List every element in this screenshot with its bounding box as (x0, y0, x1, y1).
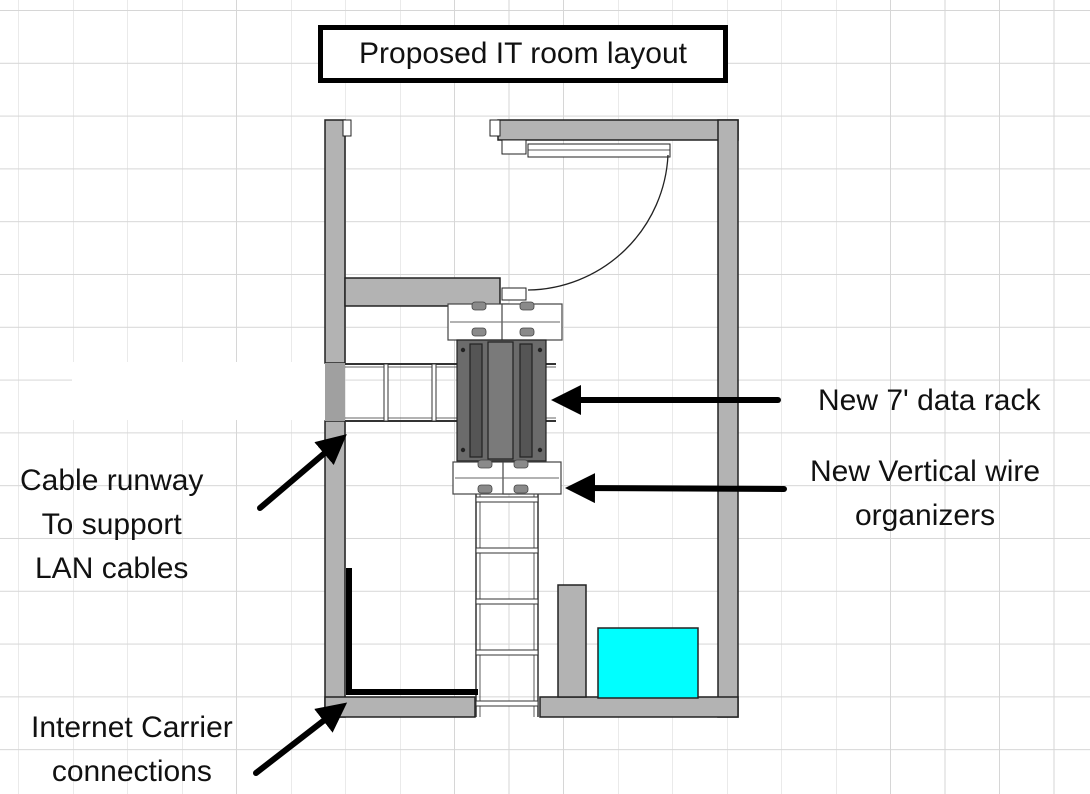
label-carrier-line-1: Internet Carrier (31, 711, 233, 744)
right-wall (717, 119, 739, 718)
bottom-wall-left (324, 696, 476, 718)
rack-center (487, 341, 514, 460)
corner-pillar (557, 584, 587, 698)
label-carrier: Internet Carrier connections (31, 706, 233, 794)
door (527, 143, 671, 291)
left-wall-top (324, 119, 346, 364)
label-carrier-line-2: connections (51, 755, 212, 788)
rack-rail-right (519, 343, 533, 458)
label-data-rack: New 7' data rack (818, 379, 1041, 423)
label-cable-runway-line-2: To support (41, 508, 182, 541)
label-cable-runway-line-3: LAN cables (35, 552, 189, 585)
diagram-title: Proposed IT room layout (318, 25, 728, 83)
label-data-rack-text: New 7' data rack (818, 384, 1041, 417)
label-wire-organizers: New Vertical wire organizers (810, 450, 1040, 538)
top-wall-right (497, 119, 739, 141)
electrical-panel (597, 627, 699, 699)
arrow-wire-organizers (565, 473, 787, 504)
bottom-wall-right (539, 696, 739, 718)
left-wall-bottom (324, 420, 346, 718)
door-leaf (527, 143, 671, 158)
room-walls (324, 119, 739, 718)
interior-partition (344, 277, 501, 307)
arrow-carrier (253, 702, 348, 776)
vertical-ladder (475, 490, 539, 717)
label-cable-runway: Cable runway To support LAN cables (20, 459, 203, 591)
runway-rungs (383, 363, 437, 422)
label-cable-runway-line-1: Cable runway (20, 464, 204, 497)
label-background (72, 362, 342, 420)
door-jambs (342, 119, 527, 301)
wire-organizer-bottom (452, 459, 562, 495)
label-wire-organizers-line-2: organizers (855, 499, 996, 532)
data-rack (456, 339, 547, 462)
carrier-lines (346, 568, 478, 695)
door-swing-arc (527, 154, 669, 291)
label-wire-organizers-line-1: New Vertical wire (810, 455, 1041, 488)
rack-rail-left (469, 343, 483, 458)
wire-organizer-top (447, 301, 563, 341)
arrow-cable-runway (257, 434, 347, 511)
left-wall-runway-section (325, 363, 345, 421)
